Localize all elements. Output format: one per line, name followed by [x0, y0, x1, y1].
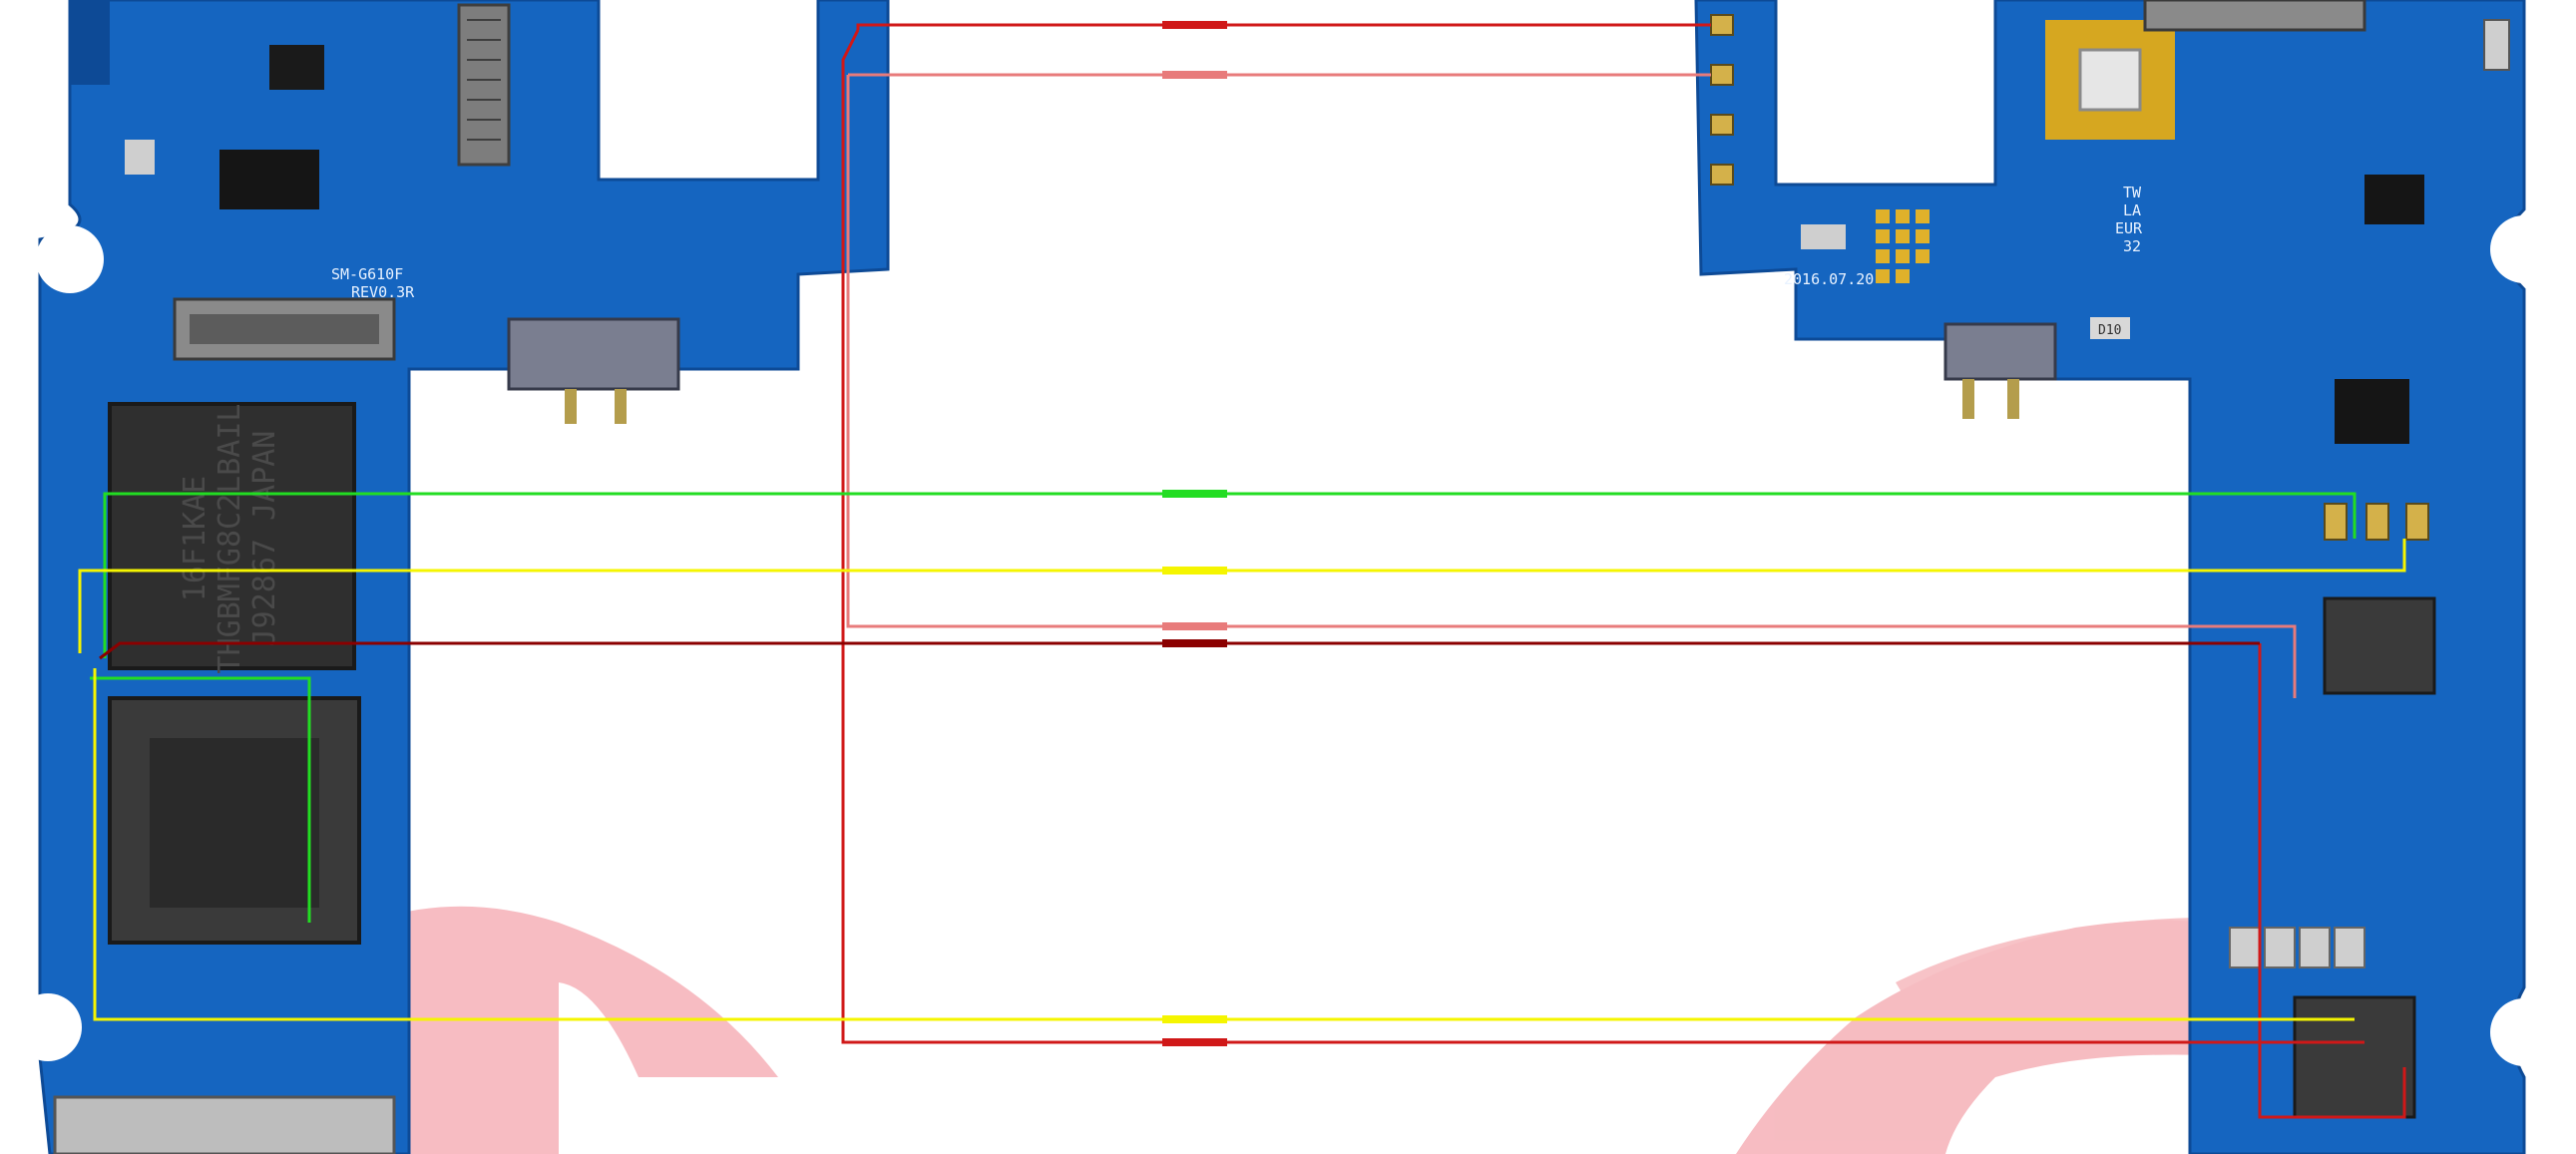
- trace-yellow-mid: [78, 539, 2406, 653]
- ic-chip-right-3: [2364, 175, 2424, 224]
- flex-connector-right-top: [2143, 0, 2366, 32]
- watermark-logo: [90, 906, 2245, 1154]
- battery-pin-left-2: [615, 389, 627, 424]
- region-line-2: LA: [2123, 201, 2141, 219]
- trace-yellow-bottom: [93, 668, 2355, 1021]
- trace-yellow-bottom-label: [1162, 1015, 1227, 1023]
- board-right: D10 2016.07.20 TW LA EUR 32: [1694, 0, 2558, 1154]
- battery-pin-right-1: [1962, 379, 1974, 419]
- capacitor-row-right: [2229, 927, 2365, 968]
- ic-chip-right-1: [2335, 379, 2409, 444]
- ic-chip-right-4: [2293, 995, 2416, 1119]
- test-points-right: [2324, 503, 2429, 541]
- trace-pink-mid-label: [1162, 622, 1227, 630]
- camera-flash-led: [2078, 48, 2142, 112]
- gold-pad-cluster: [1876, 209, 1930, 283]
- board-left: 16F1KAE THGBMFG8C2LBAIL J92867 JAPAN SM-…: [14, 0, 890, 1154]
- region-line-3: EUR: [2115, 219, 2143, 237]
- trace-green-label: [1162, 490, 1227, 498]
- chip-line-2: THGBMFG8C2LBAIL: [213, 404, 247, 674]
- trace-red-bottom: [841, 29, 2364, 1044]
- battery-pin-left-1: [565, 389, 577, 424]
- trace-red-top: [856, 23, 1711, 30]
- battery-connector-left: [507, 317, 680, 391]
- ic-chip-top: [269, 45, 324, 90]
- region-line-4: 32: [2123, 237, 2141, 255]
- screw-notch-left-2: [14, 993, 82, 1061]
- board-left-edge-dark: [70, 0, 110, 85]
- trace-pink-loop: [846, 75, 2297, 698]
- ic-chip-right-2: [2323, 596, 2436, 695]
- smd-block-d10: [2090, 317, 2130, 339]
- board-model-label: SM-G610F: [331, 265, 403, 283]
- memory-chip-text: 16F1KAE THGBMFG8C2LBAIL J92867 JAPAN: [178, 404, 282, 674]
- component-silver-right: [1801, 224, 1846, 249]
- trace-darkred: [99, 641, 2260, 660]
- board-date-label: 2016.07.20: [1784, 270, 1874, 288]
- flex-connector-top: [457, 3, 511, 167]
- chip-line-1: 16F1KAE: [178, 476, 213, 601]
- connector-code-label: D10: [2098, 323, 2121, 338]
- trace-green: [103, 492, 2357, 658]
- ic-chip-small: [219, 150, 319, 209]
- battery-pin-right-2: [2007, 379, 2019, 419]
- trace-darkred-label: [1162, 639, 1227, 647]
- trace-green-branch: [90, 676, 311, 923]
- trace-pink-top-label: [1162, 71, 1227, 79]
- board-revision-label: REV0.3R: [351, 283, 415, 301]
- board-right-outline: [1694, 0, 2526, 1154]
- trace-red-box-right: [2258, 643, 2406, 1119]
- connector-pins-top: [467, 19, 501, 141]
- battery-connector-right: [1943, 322, 2057, 381]
- screw-notch-right-1: [2490, 215, 2558, 283]
- region-line-1: TW: [2123, 184, 2142, 201]
- trace-red-bottom-label: [1162, 1038, 1227, 1046]
- traces: [78, 21, 2406, 1119]
- side-switch-right: [2483, 19, 2510, 71]
- trace-yellow-mid-label: [1162, 567, 1227, 575]
- chip-line-3: J92867 JAPAN: [247, 431, 282, 647]
- flex-connector-middle-slot: [190, 314, 379, 344]
- trace-red-top-label: [1162, 21, 1227, 29]
- component-silver: [125, 140, 155, 175]
- sim-tray: [53, 1095, 396, 1154]
- screw-notch-left-1: [36, 225, 104, 293]
- processor-bga-core: [150, 738, 319, 908]
- memory-chip: [108, 402, 356, 670]
- watermark-fin-right: [1896, 918, 2205, 1047]
- screw-notch-right-2: [2490, 998, 2558, 1066]
